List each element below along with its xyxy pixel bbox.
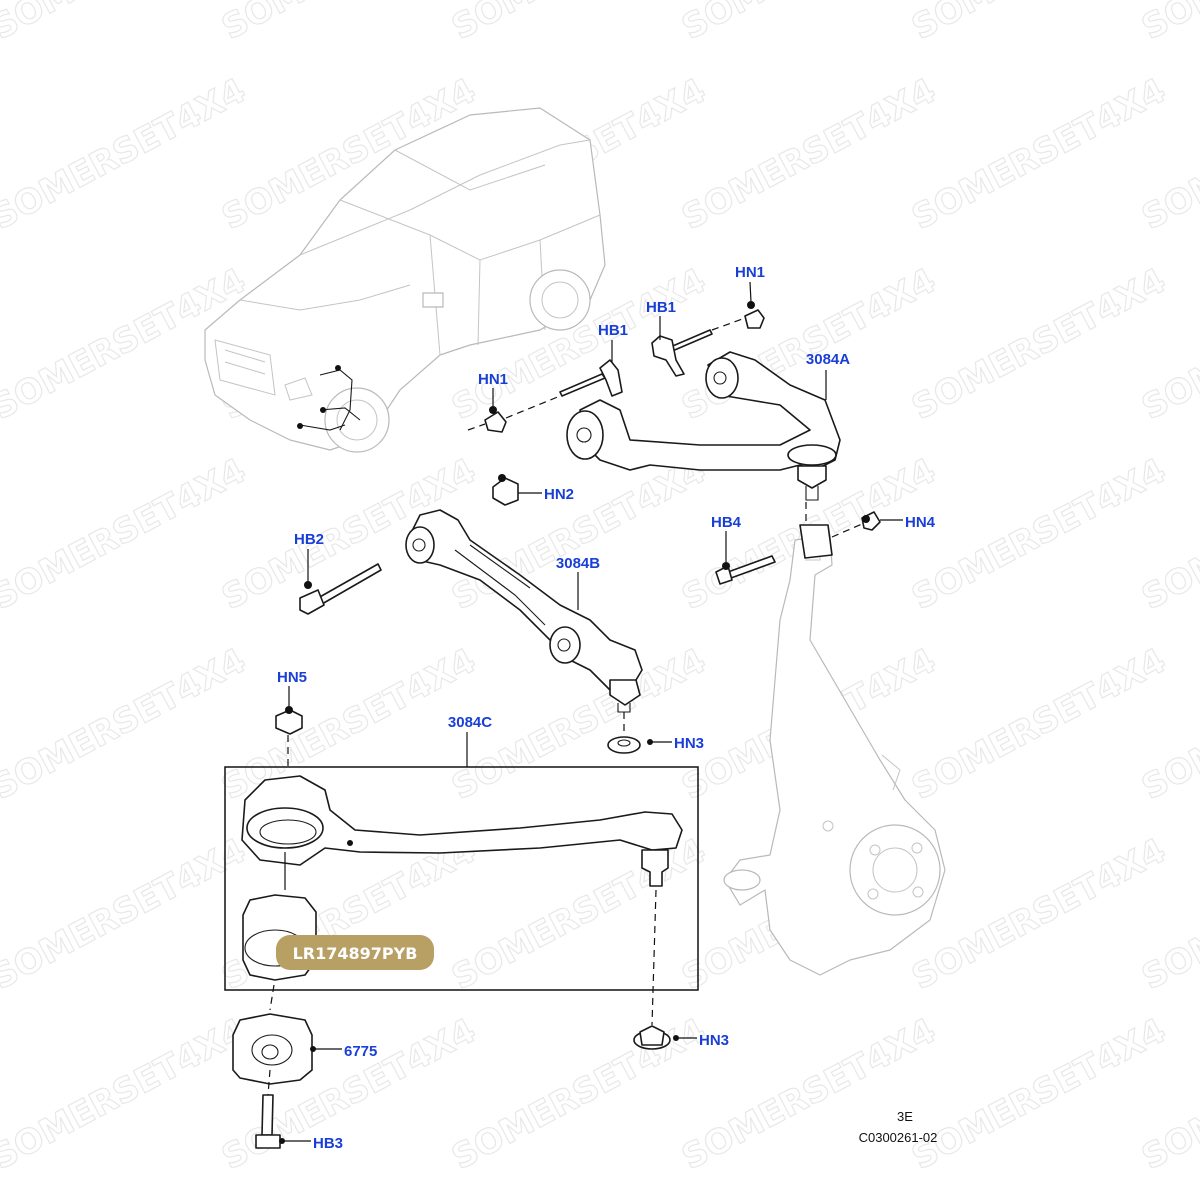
label-6775: 6775	[344, 1043, 377, 1060]
steering-knuckle	[723, 534, 946, 976]
label-hn5: HN5	[277, 669, 307, 686]
label-hb1-top: HB1	[646, 299, 676, 316]
part-number-text: LR174897PYB	[293, 944, 418, 963]
watermark-text: SOMERSET4X4	[905, 0, 1172, 48]
watermark-text: SOMERSET4X4	[215, 0, 482, 48]
bush-6775	[232, 984, 316, 1096]
watermark-text: SOMERSET4X4	[675, 71, 942, 238]
hn5-nut	[275, 706, 303, 770]
watermark-text: SOMERSET4X4	[905, 641, 1172, 808]
label-3084c: 3084C	[448, 714, 492, 731]
watermark-text: SOMERSET4X4	[445, 0, 712, 48]
watermark-text: SOMERSET4X4	[675, 0, 942, 48]
watermark-text: SOMERSET4X4	[445, 1011, 712, 1178]
upper-control-arm	[566, 351, 841, 501]
hn3-lower-nut	[633, 889, 679, 1050]
label-hb1-left: HB1	[598, 322, 628, 339]
leader-lines	[282, 281, 903, 1142]
watermark-text: SOMERSET4X4	[445, 831, 712, 998]
part-number-badge: LR174897PYB	[276, 935, 434, 970]
watermark-text: SOMERSET4X4	[0, 641, 252, 808]
watermark-text: SOMERSET4X4	[905, 451, 1172, 618]
watermark-text: SOMERSET4X4	[905, 261, 1172, 428]
label-hn3-lower: HN3	[699, 1032, 729, 1049]
watermark-text: SOMERSET4X4	[905, 71, 1172, 238]
hb3-bolt	[255, 1094, 285, 1149]
watermark-text: SOMERSET4X4	[905, 1011, 1172, 1178]
vehicle-sketch	[204, 107, 606, 453]
watermark-text: SOMERSET4X4	[0, 71, 252, 238]
watermark-text: SOMERSET4X4	[0, 451, 252, 618]
watermark-text: SOMERSET4X4	[0, 831, 252, 998]
label-3084a: 3084A	[806, 351, 850, 368]
watermark-text: SOMERSET4X4	[1135, 0, 1200, 48]
label-hn4: HN4	[905, 514, 936, 531]
figure-number: C0300261-02	[859, 1130, 938, 1145]
label-hb2: HB2	[294, 531, 324, 548]
label-3084b: 3084B	[556, 555, 600, 572]
watermark-text: SOMERSET4X4	[905, 831, 1172, 998]
hb4-bolt	[715, 502, 881, 585]
watermark-text: SOMERSET4X4	[445, 451, 712, 618]
figure-code: 3E	[897, 1109, 913, 1124]
callout-labels: HN1 HB1 HB1 HN1 3084A HN2 HB2 3084B HB4 …	[277, 264, 936, 1152]
label-hb4: HB4	[711, 514, 742, 531]
label-hb3: HB3	[313, 1135, 343, 1152]
watermark-text: SOMERSET4X4	[215, 641, 482, 808]
hn3-upper-nut	[607, 712, 653, 754]
watermark-text: SOMERSET4X4	[0, 1011, 252, 1178]
label-hn2: HN2	[544, 486, 574, 503]
label-hn1-top: HN1	[735, 264, 765, 281]
figure-reference: 3E C0300261-02	[859, 1109, 938, 1145]
watermark-text: SOMERSET4X4	[0, 0, 252, 48]
label-hn3-upper: HN3	[674, 735, 704, 752]
label-hn1-left: HN1	[478, 371, 508, 388]
lower-rear-control-arm	[299, 474, 643, 713]
upper-arm-fasteners	[467, 301, 765, 433]
